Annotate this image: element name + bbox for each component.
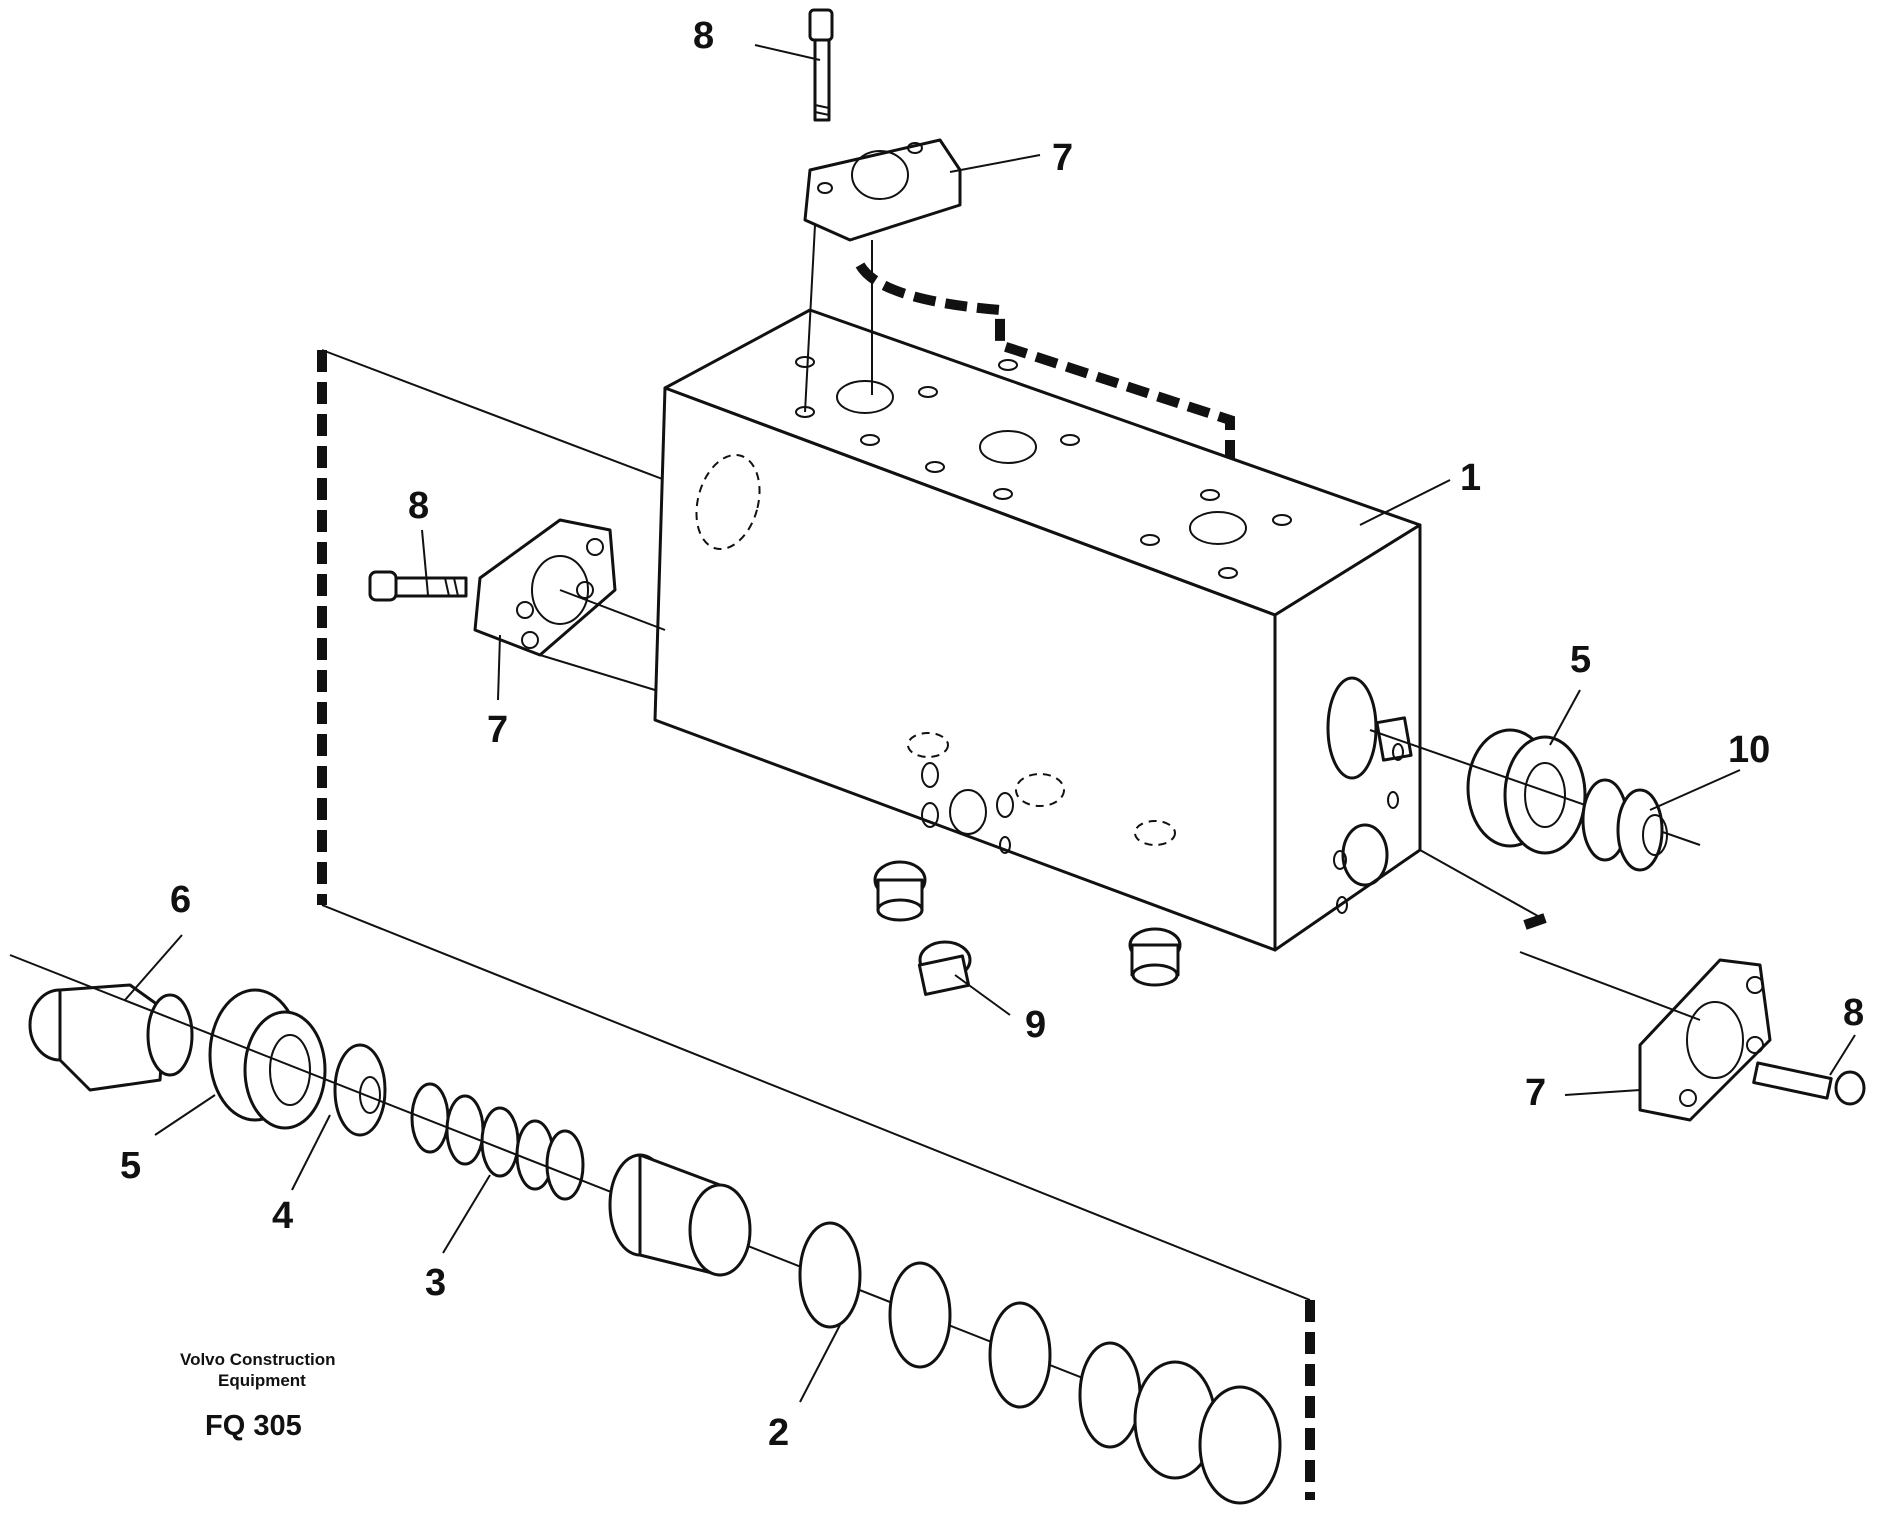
leader-lines [124, 44, 1856, 1403]
plug-3 [1128, 927, 1182, 987]
valve-block [653, 308, 1422, 952]
callout-8-top: 8 [693, 15, 714, 57]
callout-2: 2 [768, 1412, 789, 1454]
callout-10: 10 [1728, 729, 1770, 771]
left-fitting [208, 988, 327, 1130]
caption-line-2: Equipment [218, 1371, 306, 1390]
top-flange [803, 138, 962, 413]
callout-4: 4 [272, 1195, 293, 1237]
left-screw [368, 570, 468, 602]
plug-2 [917, 940, 972, 996]
callout-5-left: 5 [120, 1145, 141, 1187]
callout-8-left: 8 [408, 485, 429, 527]
washer [333, 1043, 387, 1137]
callout-8-right: 8 [1843, 992, 1864, 1034]
callout-5-right: 5 [1570, 639, 1591, 681]
callout-7-top: 7 [1052, 137, 1073, 179]
right-adapter [1581, 778, 1668, 872]
callout-6: 6 [170, 879, 191, 921]
callout-7-right: 7 [1525, 1072, 1546, 1114]
spool [608, 1153, 1282, 1505]
callout-9: 9 [1025, 1004, 1046, 1046]
tee-fitting [28, 983, 194, 1092]
left-flange [473, 518, 666, 691]
housing-frame [317, 262, 1547, 1500]
spring [9, 954, 1241, 1441]
diagram-code: FQ 305 [205, 1410, 302, 1442]
caption-line-1: Volvo Construction [180, 1350, 336, 1369]
callout-7-left: 7 [487, 709, 508, 751]
callout-3: 3 [425, 1262, 446, 1304]
callout-1: 1 [1460, 457, 1481, 499]
plug-1 [873, 860, 927, 922]
right-fitting [1369, 728, 1701, 855]
top-screw [808, 8, 834, 122]
right-screw [1752, 1061, 1866, 1106]
right-flange [1419, 849, 1772, 1122]
